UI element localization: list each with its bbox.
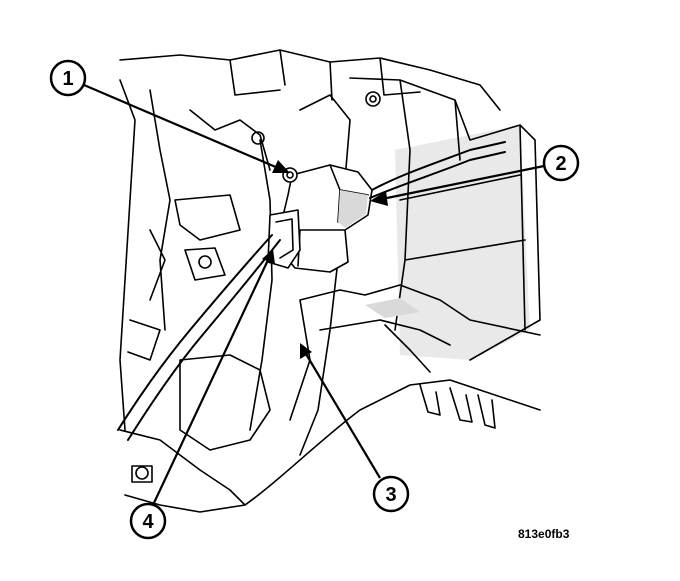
leader-2 (381, 164, 545, 201)
lower-bracket (289, 284, 541, 421)
background-panel-shading (395, 125, 530, 360)
wire-harness (117, 234, 273, 431)
left-structure (119, 79, 271, 431)
leader-1 (83, 83, 279, 170)
callout-label-2: 2 (555, 153, 566, 175)
callout-circle-2 (542, 144, 580, 182)
arrowhead-4 (262, 249, 275, 264)
callout-2: 2 (542, 144, 580, 182)
figure-code: 813e0fb3 (518, 527, 570, 541)
electrical-connector-detail (275, 218, 294, 259)
callout-circle-4 (129, 502, 167, 540)
arrowhead-2 (370, 191, 388, 206)
leader-lines (83, 83, 545, 506)
callout-circle-3 (372, 475, 410, 513)
lower-housing (119, 379, 541, 513)
bolt-left-lower-nut (131, 465, 153, 483)
bolt-upper-right (365, 91, 381, 107)
bolt-left-mid (198, 255, 212, 269)
wire-harness-right (371, 141, 506, 191)
wire-harness-outline (127, 239, 281, 441)
callout-1: 1 (49, 59, 87, 97)
sensor-cap-shading (338, 190, 368, 228)
callout-label-3: 3 (385, 484, 396, 506)
lower-housing-inner (179, 354, 271, 451)
callout-circle-1 (49, 59, 87, 97)
lower-bracket-shading (365, 298, 420, 318)
bolt-upper-right-inner (369, 95, 377, 103)
callout-label-1: 1 (62, 68, 73, 90)
mounting-screw-head (286, 171, 294, 179)
leader-3 (305, 353, 381, 479)
callout-3: 3 (372, 475, 410, 513)
lower-housing-ribs (419, 384, 496, 429)
upper-frame (119, 49, 501, 111)
callout-label-4: 4 (142, 511, 154, 533)
bolt-left-upper (251, 131, 265, 145)
callout-4: 4 (129, 502, 167, 540)
arrowhead-3 (300, 343, 312, 359)
wire-harness-right-outline (369, 151, 506, 199)
arrowhead-1 (272, 160, 290, 173)
leader-4 (152, 259, 269, 506)
bolt-left-lower (135, 466, 149, 480)
right-structure (349, 77, 541, 361)
